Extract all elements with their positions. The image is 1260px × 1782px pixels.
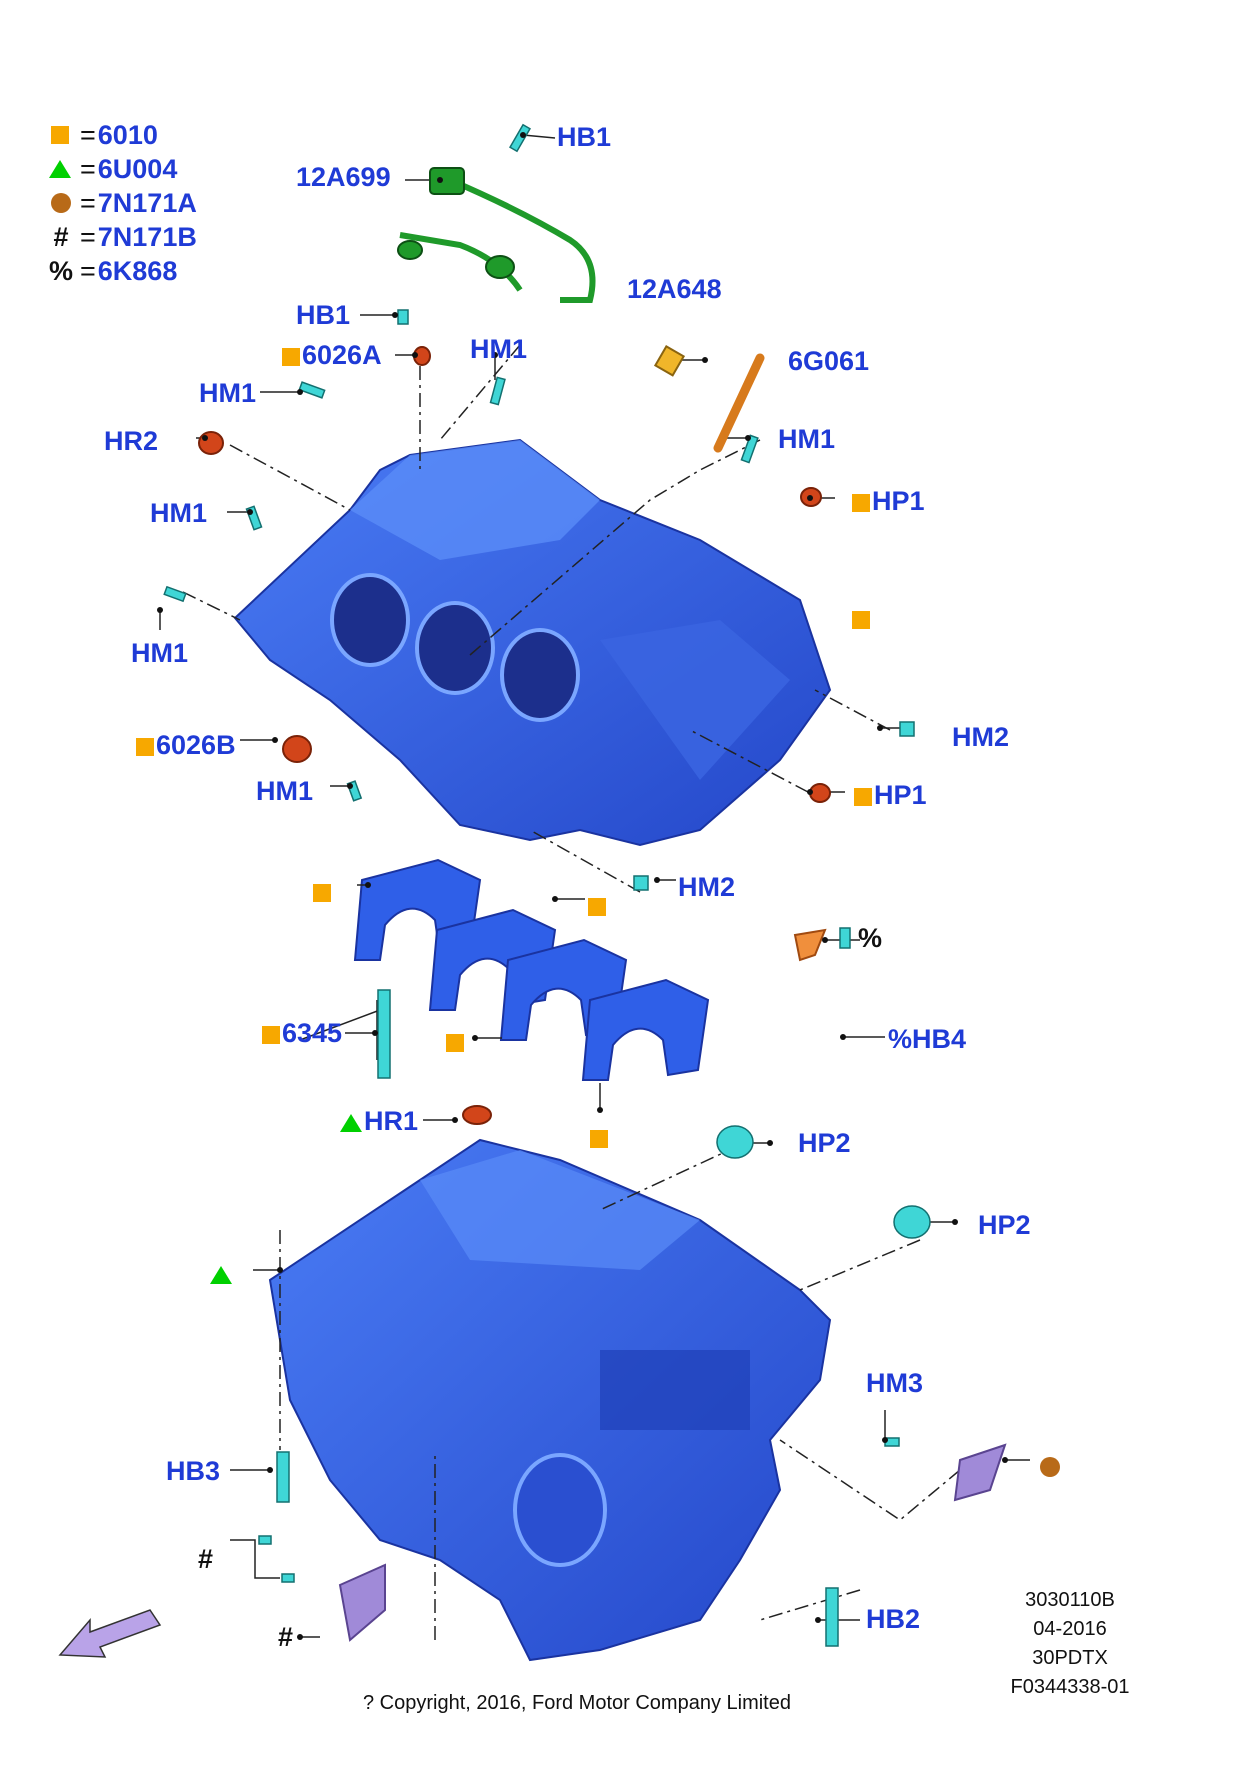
- label-text: HP1: [872, 486, 925, 516]
- label-hm3: HM3: [866, 1368, 924, 1398]
- drawing-date: 04-2016: [1033, 1618, 1107, 1640]
- label-hb2: HB2: [866, 1604, 921, 1634]
- orange-square-icon: [446, 1033, 464, 1052]
- label-hb1-top: HB1: [557, 122, 612, 152]
- bearing-caps: [353, 858, 710, 1081]
- triangle-marker: [210, 1260, 234, 1287]
- orange-square-icon: [590, 1129, 608, 1148]
- label-hm1-a: HM1: [470, 334, 528, 364]
- label-hash-b: #: [278, 1622, 294, 1652]
- square-marker: [590, 1124, 610, 1151]
- legend-code: 6K868: [97, 255, 178, 286]
- orange-square-icon: [282, 347, 300, 366]
- legend-equals: =: [80, 187, 96, 218]
- label-12a648: 12A648: [627, 274, 722, 304]
- figure-id: F0344338-01: [1010, 1676, 1130, 1698]
- label-hr2: HR2: [104, 426, 159, 456]
- copyright-notice: ? Copyright, 2016, Ford Motor Company Li…: [363, 1692, 791, 1714]
- label-hp2-b: HP2: [978, 1210, 1031, 1240]
- lower-crankcase: [268, 1138, 832, 1662]
- orange-square-icon: [852, 610, 870, 629]
- label-hm2-a: HM2: [952, 722, 1010, 752]
- orange-square-icon: [262, 1025, 280, 1044]
- legend-code: 7N171A: [97, 187, 197, 218]
- cylinder-block: [233, 438, 832, 847]
- knock-sensor-harness: [397, 167, 596, 303]
- label-hm1-d: HM1: [150, 498, 208, 528]
- label-text: HP1: [874, 780, 927, 810]
- legend-row-7n171a: = 7N171A: [48, 186, 197, 220]
- direction-arrow: [58, 1609, 162, 1658]
- orange-square-icon: [854, 787, 872, 806]
- label-hash-a: #: [198, 1544, 214, 1574]
- label-hp1-b: HP1: [854, 782, 927, 809]
- green-triangle-icon: [340, 1113, 362, 1132]
- label-hm1-b: HM1: [199, 378, 257, 408]
- temperature-sensor: [653, 344, 686, 377]
- label-hm1-c: HM1: [778, 424, 836, 454]
- legend-equals: =: [80, 119, 96, 150]
- label-text: HR1: [364, 1106, 419, 1136]
- label-6g061: 6G061: [788, 346, 870, 376]
- legend-code: 7N171B: [97, 221, 197, 252]
- plugs: [198, 346, 831, 1125]
- label-hb3: HB3: [166, 1456, 221, 1486]
- label-text: 6026A: [302, 340, 382, 370]
- label-6345: 6345: [262, 1020, 342, 1047]
- label-percent: %: [858, 923, 883, 953]
- label-text: 6026B: [156, 730, 236, 760]
- label-hp2-a: HP2: [798, 1128, 851, 1158]
- legend-row-6u004: = 6U004: [48, 152, 197, 186]
- brown-dot-icon: [51, 193, 71, 213]
- percent-symbol: %: [48, 255, 73, 286]
- leader-dots: [157, 132, 1008, 1640]
- square-marker: [852, 605, 872, 632]
- engine-code: 30PDTX: [1032, 1647, 1108, 1669]
- leader-lines: [159, 134, 1030, 1640]
- label-6026a: 6026A: [282, 342, 382, 369]
- dot-marker: [1040, 1452, 1060, 1479]
- legend-equals: =: [80, 221, 96, 252]
- label-hr1: HR1: [340, 1108, 418, 1135]
- orange-square-icon: [588, 897, 606, 916]
- green-triangle-icon: [210, 1265, 232, 1284]
- label-hm1-f: HM1: [256, 776, 314, 806]
- label-hb1-mid: HB1: [296, 300, 351, 330]
- drawing-info: 3030110B 04-2016 30PDTX F0344338-01: [980, 1586, 1160, 1702]
- legend-row-7n171b: # = 7N171B: [48, 220, 197, 254]
- legend-code: 6010: [97, 119, 158, 150]
- label-12a699: 12A699: [296, 162, 391, 192]
- brackets: [338, 928, 1007, 1642]
- legend-code: 6U004: [97, 153, 178, 184]
- label-6026b: 6026B: [136, 732, 236, 759]
- orange-square-icon: [136, 737, 154, 756]
- legend-equals: =: [80, 255, 96, 286]
- orange-square-icon: [313, 883, 331, 902]
- label-hm2-b: HM2: [678, 872, 736, 902]
- legend-row-6010: = 6010: [48, 118, 197, 152]
- brown-dot-icon: [1040, 1456, 1060, 1477]
- drawing-number: 3030110B: [1025, 1589, 1115, 1611]
- orange-square-icon: [852, 493, 870, 512]
- green-triangle-icon: [49, 160, 71, 178]
- orange-square-icon: [51, 126, 69, 144]
- dipstick-tube: [713, 353, 765, 453]
- label-text: 6345: [282, 1018, 343, 1048]
- label-hm1-e: HM1: [131, 638, 189, 668]
- label-hb4: %HB4: [888, 1024, 967, 1054]
- label-hp1-a: HP1: [852, 488, 925, 515]
- bolts: [163, 123, 931, 1647]
- legend-row-6k868: % = 6K868: [48, 254, 197, 288]
- legend-equals: =: [80, 153, 96, 184]
- square-marker: [446, 1028, 466, 1055]
- square-marker: [313, 878, 333, 905]
- hash-symbol: #: [53, 221, 69, 252]
- square-marker: [588, 892, 608, 919]
- legend: = 6010 = 6U004 = 7N171A # = 7N171B % = 6…: [48, 118, 197, 288]
